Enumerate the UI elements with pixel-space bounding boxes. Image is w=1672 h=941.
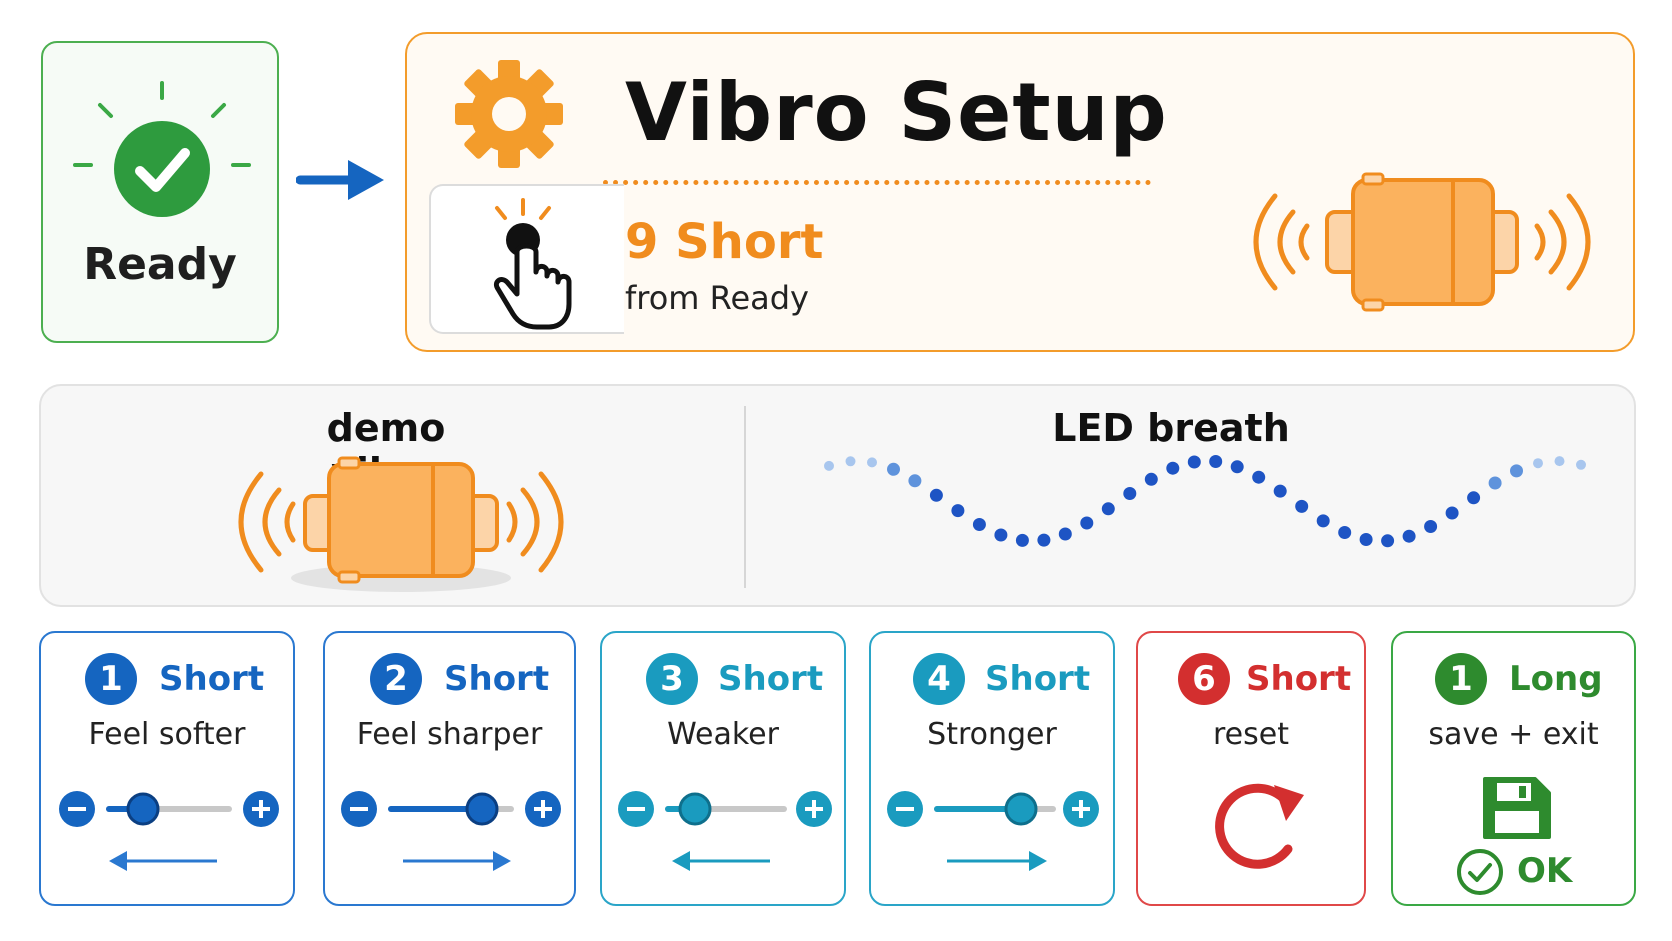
press-count-badge: 6 (1178, 653, 1230, 705)
action-card-feel-softer: 1 Short Feel softer (39, 631, 295, 906)
led-breath-dot (1037, 533, 1051, 547)
led-breath-dot (1123, 487, 1137, 500)
led-breath-label: LED breath (1052, 406, 1290, 450)
dotted-divider (603, 180, 1151, 185)
action-description: Weaker (667, 717, 779, 752)
led-breath-dot (1359, 533, 1373, 546)
action-description: Stronger (927, 717, 1057, 752)
floppy-disk-icon (1483, 777, 1551, 839)
press-count-badge: 4 (913, 653, 965, 705)
strength-slider-increase (887, 791, 1099, 871)
demo-divider (744, 406, 746, 588)
led-breath-dot (1402, 529, 1416, 543)
led-breath-dot (951, 504, 965, 518)
led-breath-dot (1554, 456, 1565, 467)
led-breath-dot (994, 528, 1008, 542)
action-card-feel-sharper: 2 Short Feel sharper (323, 631, 576, 906)
sharpness-slider-increase (341, 791, 561, 871)
vibration-motor-icon (1253, 172, 1591, 312)
check-circle-icon (73, 81, 251, 217)
press-type-label: Short (985, 659, 1091, 699)
setup-title: Vibro Setup (625, 66, 1168, 159)
action-card-stronger: 4 Short Stronger (869, 631, 1115, 906)
led-breath-dot (845, 456, 856, 467)
led-breath-dot (1144, 472, 1158, 486)
led-breath-dot (1252, 470, 1266, 484)
arrow-right-icon (296, 160, 384, 200)
led-breath-dot (929, 488, 943, 502)
led-breath-dot (1467, 491, 1481, 505)
vibration-motor-icon (238, 456, 564, 592)
led-breath-dot (1424, 520, 1438, 533)
press-count-badge: 3 (646, 653, 698, 705)
action-card-weaker: 3 Short Weaker (600, 631, 846, 906)
press-count-badge: 1 (85, 653, 137, 705)
led-breath-dot (972, 518, 986, 531)
led-breath-dot (1576, 459, 1586, 470)
press-type-label: Short (718, 659, 824, 699)
led-breath-dot (867, 457, 877, 468)
strength-slider-decrease (618, 791, 832, 871)
press-type-label: Short (159, 659, 265, 699)
trigger-count: 9 Short (625, 214, 824, 270)
ready-label: Ready (83, 239, 237, 290)
led-breath-dot (1381, 534, 1395, 548)
led-breath-dot (1533, 458, 1543, 469)
led-breath-dot (1295, 499, 1309, 513)
action-description: save + exit (1428, 717, 1599, 752)
check-circle-icon (1457, 849, 1503, 895)
led-breath-dot (1058, 527, 1072, 541)
ready-state-card: Ready (41, 41, 279, 343)
led-breath-dot (1273, 484, 1287, 498)
finger-press-icon (493, 198, 572, 330)
led-breath-dot (1510, 464, 1523, 478)
led-breath-dot (908, 474, 922, 488)
demo-panel: demo vibro LED breath (39, 384, 1636, 607)
press-type-label: Short (1246, 659, 1352, 699)
press-count-badge: 1 (1435, 653, 1487, 705)
press-count-badge: 2 (370, 653, 422, 705)
led-breath-dot (1316, 514, 1330, 528)
led-breath-dot (1488, 476, 1502, 490)
led-breath-dot (1080, 516, 1094, 530)
button-press-panel (429, 184, 624, 334)
led-breath-dot (824, 460, 834, 471)
action-description: Feel softer (88, 717, 246, 752)
ok-label: OK (1517, 851, 1573, 891)
action-card-save-exit: 1 Long save + exit OK (1391, 631, 1636, 906)
press-type-label: Short (444, 659, 550, 699)
action-card-reset: 6 Short reset (1136, 631, 1366, 906)
led-breath-dot (1230, 460, 1244, 474)
action-description: Feel sharper (356, 717, 543, 752)
led-breath-dot (1101, 502, 1115, 516)
led-breath-dot (1338, 526, 1352, 539)
gear-icon (455, 60, 563, 168)
led-breath-dot (887, 462, 900, 476)
vibro-setup-card: Vibro Setup 9 Short from Ready (405, 32, 1635, 352)
led-breath-dot (1015, 533, 1029, 547)
press-type-label: Long (1509, 659, 1603, 699)
led-breath-wave (824, 455, 1586, 548)
led-breath-dot (1445, 506, 1459, 520)
led-breath-dot (1209, 455, 1223, 468)
led-breath-dot (1187, 455, 1201, 469)
trigger-source: from Ready (625, 279, 809, 317)
led-breath-dot (1166, 461, 1180, 475)
refresh-icon (1215, 783, 1304, 869)
softness-slider-decrease (59, 791, 279, 871)
action-description: reset (1213, 717, 1289, 752)
